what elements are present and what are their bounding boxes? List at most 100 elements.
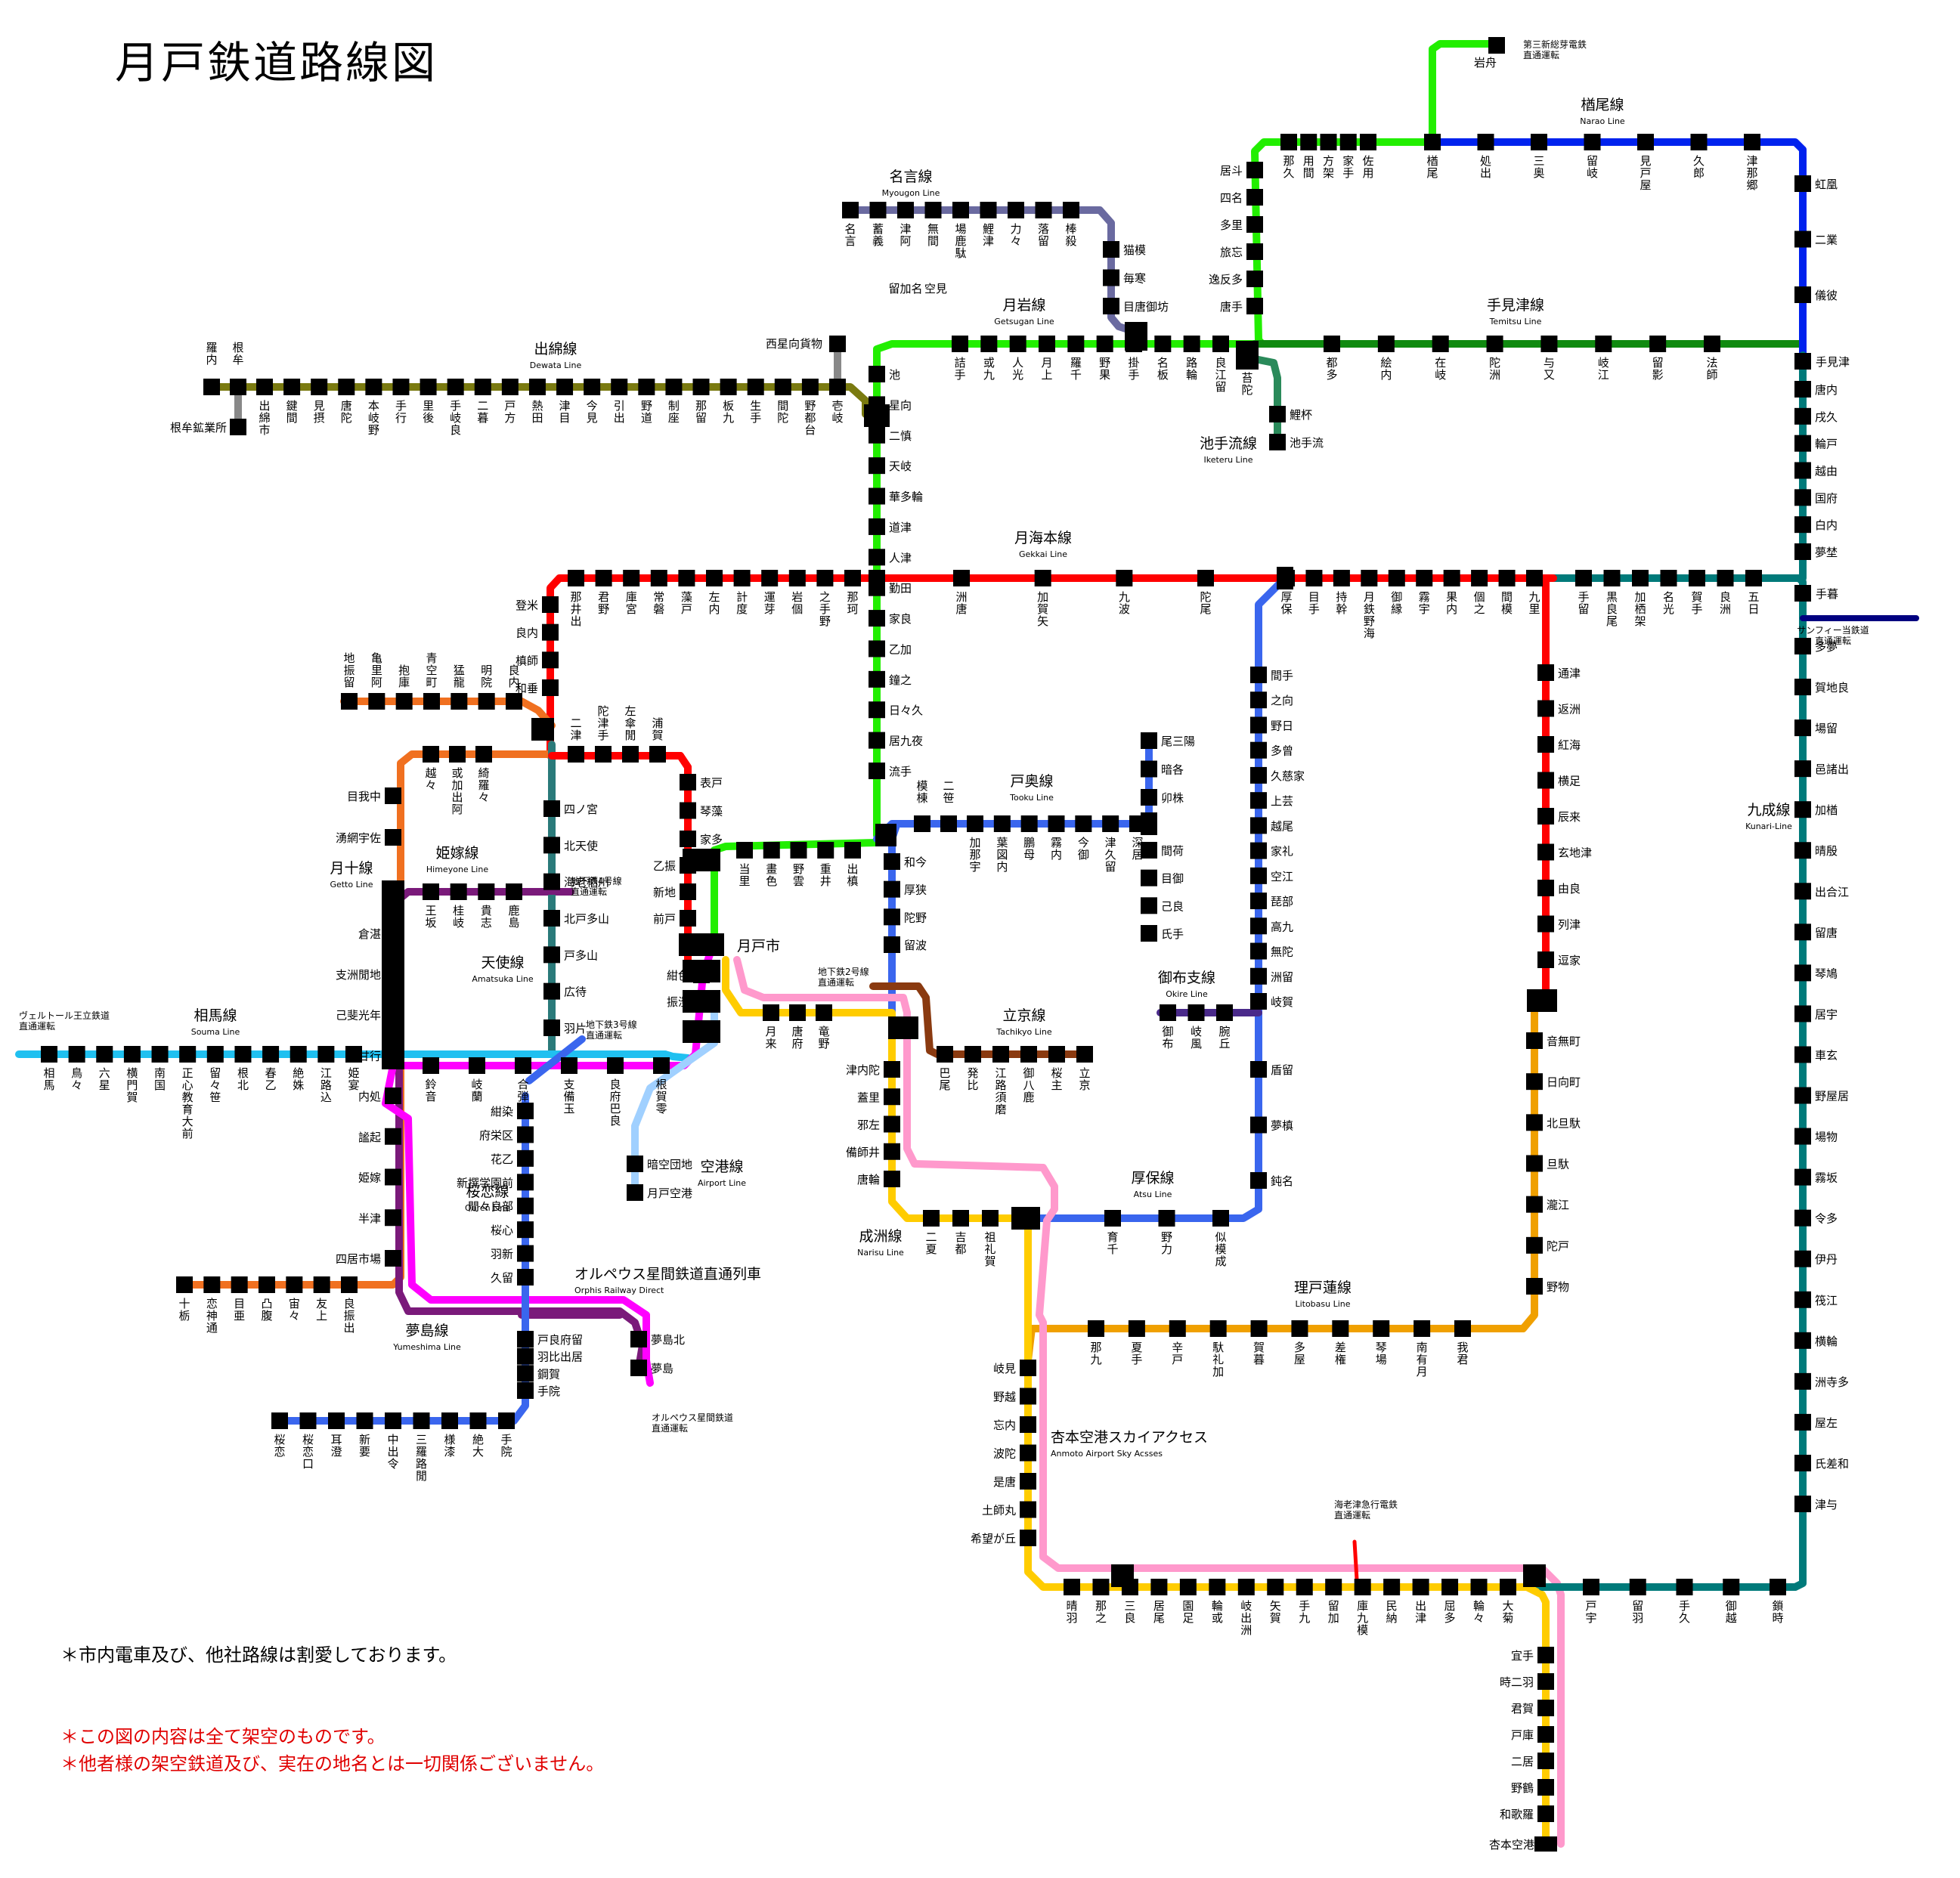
map-label: 氏差和 <box>1815 1457 1849 1471</box>
station-name: 深居 <box>1132 836 1143 862</box>
line-name: 出綿線 <box>534 341 577 357</box>
station-name: 目手 <box>1308 590 1320 616</box>
station-name: 耳澄 <box>330 1433 342 1459</box>
station-node <box>475 746 492 763</box>
station-node <box>817 842 834 859</box>
station-node <box>385 1128 401 1145</box>
line-name: 成洲線 <box>859 1228 902 1245</box>
map-label: 手院 <box>537 1385 560 1398</box>
station-node <box>517 1347 534 1365</box>
station-name: 貴志 <box>481 904 492 930</box>
station-node <box>1794 1046 1811 1063</box>
map-label: 夢埜 <box>1815 546 1838 559</box>
station-name: 月鉄野海 <box>1364 590 1375 640</box>
station-node <box>1794 1128 1811 1145</box>
station-node <box>1280 134 1297 150</box>
station-node <box>313 1276 330 1293</box>
map-label: 唐内 <box>1815 383 1838 397</box>
station-node <box>1794 1413 1811 1431</box>
station-node <box>844 842 861 859</box>
map-label: 晴殷 <box>1815 844 1838 858</box>
station-node <box>1250 1320 1268 1337</box>
station-name: 野果 <box>1099 356 1110 382</box>
station-node <box>623 570 640 586</box>
map-label: 上芸 <box>1271 794 1293 808</box>
line-name: 姫嫁線 <box>435 845 478 862</box>
station-name: 之手野 <box>819 590 831 628</box>
map-label: 流手 <box>889 765 912 778</box>
station-node <box>1632 570 1649 586</box>
station-name: 熱田 <box>531 399 543 425</box>
station-node <box>1745 570 1762 586</box>
station-name: 矢賀 <box>1270 1599 1281 1625</box>
station-node <box>789 1004 806 1021</box>
map-label: 花乙 <box>491 1152 513 1166</box>
map-label: 己斐光年 <box>336 1009 381 1023</box>
station-name: 唐陀 <box>341 399 352 425</box>
station-name: 春乙 <box>265 1066 277 1092</box>
map-label: 唐輪 <box>857 1173 880 1187</box>
station-name: 名板 <box>1157 356 1169 382</box>
station-node <box>1063 202 1079 218</box>
station-name: 運芽 <box>764 590 776 616</box>
station-node <box>720 379 737 395</box>
station-name: 桜恋 <box>274 1433 285 1459</box>
station-node <box>980 336 998 352</box>
station-node <box>423 1057 439 1074</box>
map-label: 空江 <box>1271 870 1293 883</box>
map-label: 洲留 <box>1271 970 1293 984</box>
station-node <box>1250 691 1267 709</box>
station-labels: 那井出君野庫宮常磐藻戸左内計度運芽岩個之手野那珂洲唐加賀矢九波陀尾厚保目手持幹月… <box>19 39 1869 1852</box>
station-name: 出津 <box>1415 1599 1426 1625</box>
station-name: 南有月 <box>1417 1341 1428 1378</box>
station-node <box>993 815 1011 832</box>
station-name: 羅千 <box>1070 356 1082 382</box>
station-node <box>1250 1172 1267 1189</box>
station-node <box>1794 1454 1811 1471</box>
map-label: 津内陀 <box>846 1063 880 1077</box>
station-node <box>1020 1473 1036 1490</box>
station-name: 猛龍 <box>454 664 465 689</box>
map-label: 越尾 <box>1271 819 1293 833</box>
station-node <box>1443 570 1460 586</box>
station-node <box>1794 543 1811 560</box>
station-name: 地振留 <box>343 651 355 689</box>
station-name: 岐蘭 <box>471 1078 482 1103</box>
station-node <box>680 802 696 819</box>
station-node <box>1537 736 1554 753</box>
station-name: 吉都 <box>955 1230 966 1256</box>
station-node <box>1794 842 1811 859</box>
station-name: 浦賀 <box>652 716 663 742</box>
station-node <box>1092 1579 1110 1595</box>
station-node <box>517 1221 534 1239</box>
station-node <box>474 379 491 395</box>
station-node <box>1020 1416 1036 1433</box>
station-node <box>829 336 846 352</box>
map-label: 鯉杯 <box>1290 408 1312 422</box>
map-label: 日々久 <box>889 704 923 717</box>
map-label: 越由 <box>1815 465 1838 478</box>
map-label: 乙振 <box>653 859 676 873</box>
station-node <box>1216 1004 1233 1021</box>
station-name: 良洲 <box>1720 590 1731 616</box>
transfer-station-node <box>382 880 404 1039</box>
line-name: 月海本線 <box>1014 530 1072 546</box>
station-node <box>842 202 859 218</box>
station-node <box>1794 760 1811 778</box>
station-node <box>1537 1673 1554 1690</box>
station-node <box>1150 1579 1168 1595</box>
station-node <box>1794 462 1811 479</box>
station-node <box>561 1057 577 1074</box>
station-node <box>1008 202 1024 218</box>
map-label: 輪戸 <box>1815 438 1838 451</box>
station-node <box>1197 570 1214 586</box>
station-node <box>1794 230 1811 248</box>
station-node <box>1020 1501 1036 1518</box>
map-label: 厚狭 <box>904 883 927 897</box>
station-node <box>1470 1579 1488 1595</box>
station-name: 生手 <box>750 399 761 425</box>
station-name: 良府巴良 <box>609 1078 621 1128</box>
transfer-station-node <box>683 1020 720 1043</box>
station-name: 野道 <box>641 399 652 425</box>
map-label: 家多 <box>700 833 723 846</box>
